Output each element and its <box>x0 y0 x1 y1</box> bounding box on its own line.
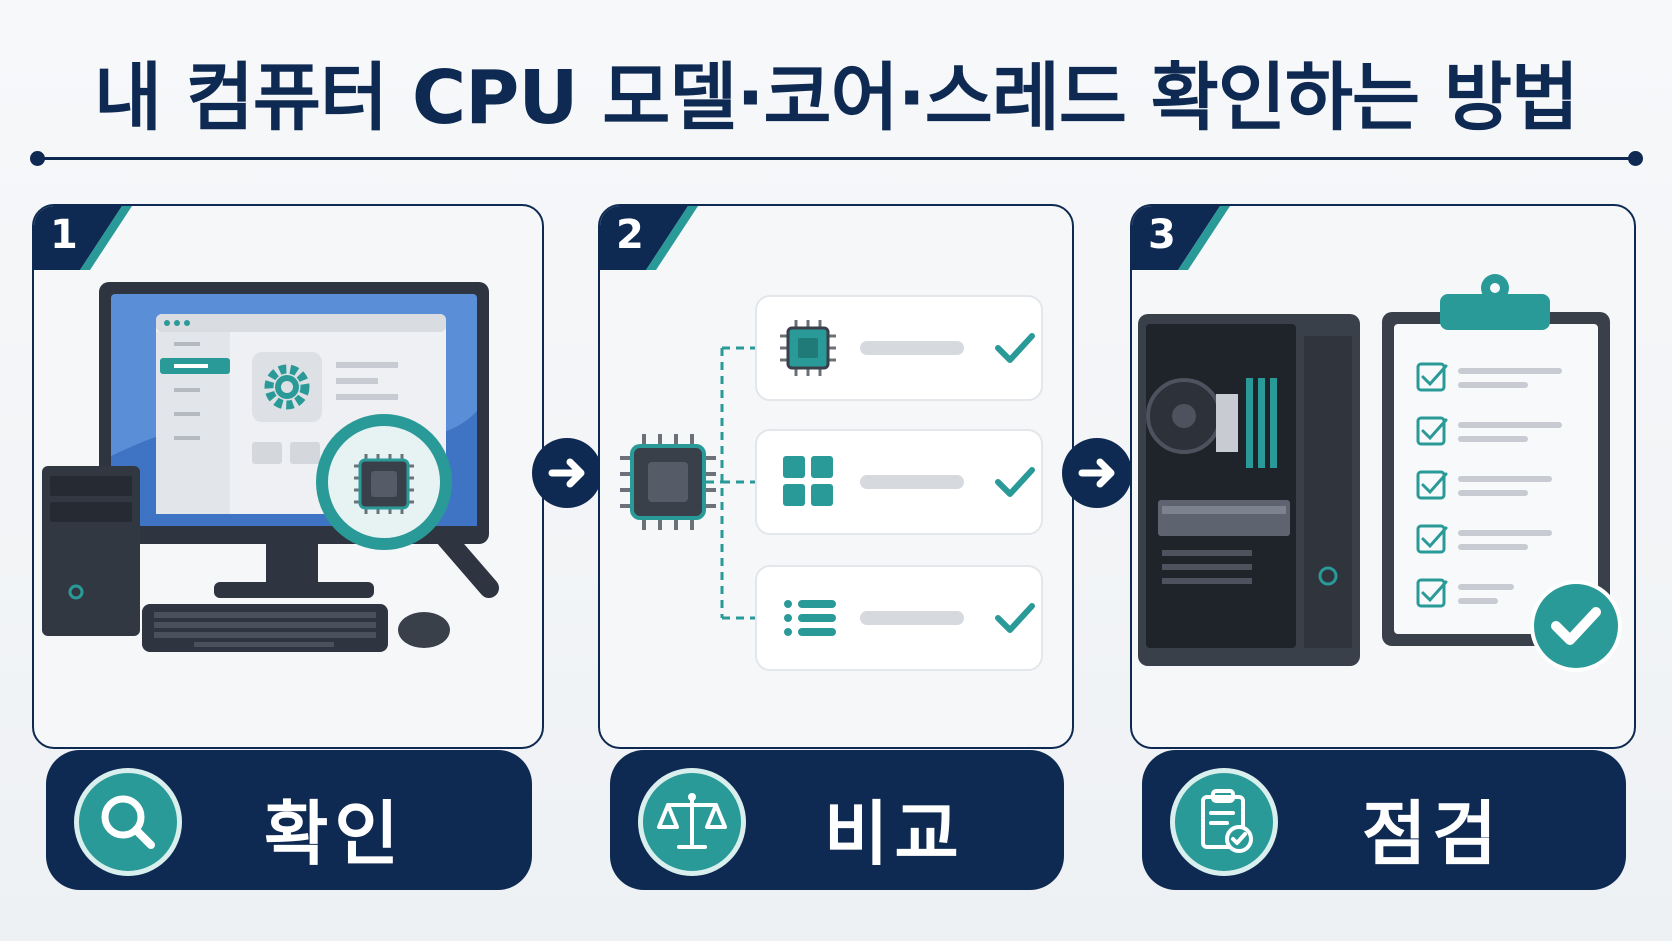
checklist <box>1416 362 1562 608</box>
arrow-right-icon <box>548 458 585 488</box>
divider-dot-left <box>30 151 45 166</box>
scale-icon <box>657 793 727 849</box>
step-label-bar-2: 비교 <box>610 750 1064 890</box>
clipboard-check-icon <box>1201 789 1253 853</box>
step-label-icon-1 <box>74 768 182 876</box>
inspection-illustration <box>1138 274 1622 672</box>
check-icon <box>995 603 1035 633</box>
step-number-badge-3 <box>1132 206 1230 270</box>
step-panel-2: 2 <box>598 204 1074 749</box>
list-icon <box>784 600 836 636</box>
check-circle-icon <box>1530 580 1622 672</box>
step-label-2: 비교 <box>824 793 965 875</box>
comparison-illustration <box>620 295 1043 671</box>
step-label-icon-3 <box>1170 768 1278 876</box>
step-panel-3: 3 <box>1130 204 1636 749</box>
step-panel-1: 1 <box>32 204 544 749</box>
page-title: 내 컴퓨터 CPU 모델·코어·스레드 확인하는 방법 <box>93 55 1579 141</box>
step-label-3: 점검 <box>1362 793 1503 875</box>
step-number-badge-2 <box>600 206 698 270</box>
chip-icon <box>620 434 716 530</box>
step-number-1: 1 <box>50 212 78 258</box>
chip-icon <box>354 454 414 514</box>
step-label-icon-2 <box>638 768 746 876</box>
magnifier-icon <box>101 795 155 849</box>
check-icon <box>995 467 1035 497</box>
step-number-badge-1 <box>34 206 132 270</box>
gear-icon <box>264 364 310 410</box>
step-label-bar-1: 확인 <box>46 750 532 890</box>
check-icon <box>995 333 1035 363</box>
step-label-1: 확인 <box>264 793 405 875</box>
title-divider <box>36 157 1636 160</box>
step-number-2: 2 <box>616 212 644 258</box>
step-label-bar-3: 점검 <box>1142 750 1626 890</box>
arrow-right-icon <box>1078 458 1115 488</box>
grid-icon <box>783 456 833 506</box>
divider-dot-right <box>1628 151 1643 166</box>
flow-arrow-2 <box>1062 438 1132 508</box>
step-number-3: 3 <box>1148 212 1176 258</box>
chip-icon <box>780 320 836 376</box>
flow-arrow-1 <box>532 438 602 508</box>
computer-illustration <box>42 282 499 652</box>
